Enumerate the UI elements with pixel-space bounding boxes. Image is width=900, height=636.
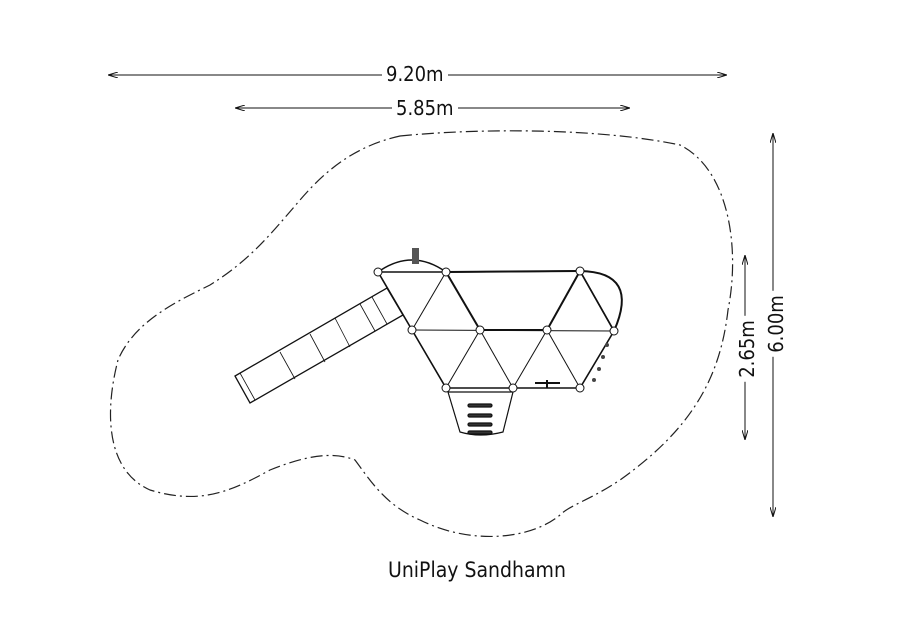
dimension-label-overall-width: 9.20m <box>382 63 448 85</box>
product-title: UniPlay Sandhamn <box>384 559 570 581</box>
slide <box>234 287 404 404</box>
frame-nodes <box>373 266 619 393</box>
dimension-label-structure-depth: 2.65m <box>735 316 759 382</box>
hatch-element <box>412 248 419 264</box>
dimension-label-overall-depth: 6.00m <box>764 291 788 357</box>
safety-zone-boundary <box>109 130 734 538</box>
climbing-holds <box>592 343 609 382</box>
roof-arc-right <box>579 270 623 332</box>
dimension-label-structure-width: 5.85m <box>392 97 458 119</box>
stairs <box>447 391 514 436</box>
